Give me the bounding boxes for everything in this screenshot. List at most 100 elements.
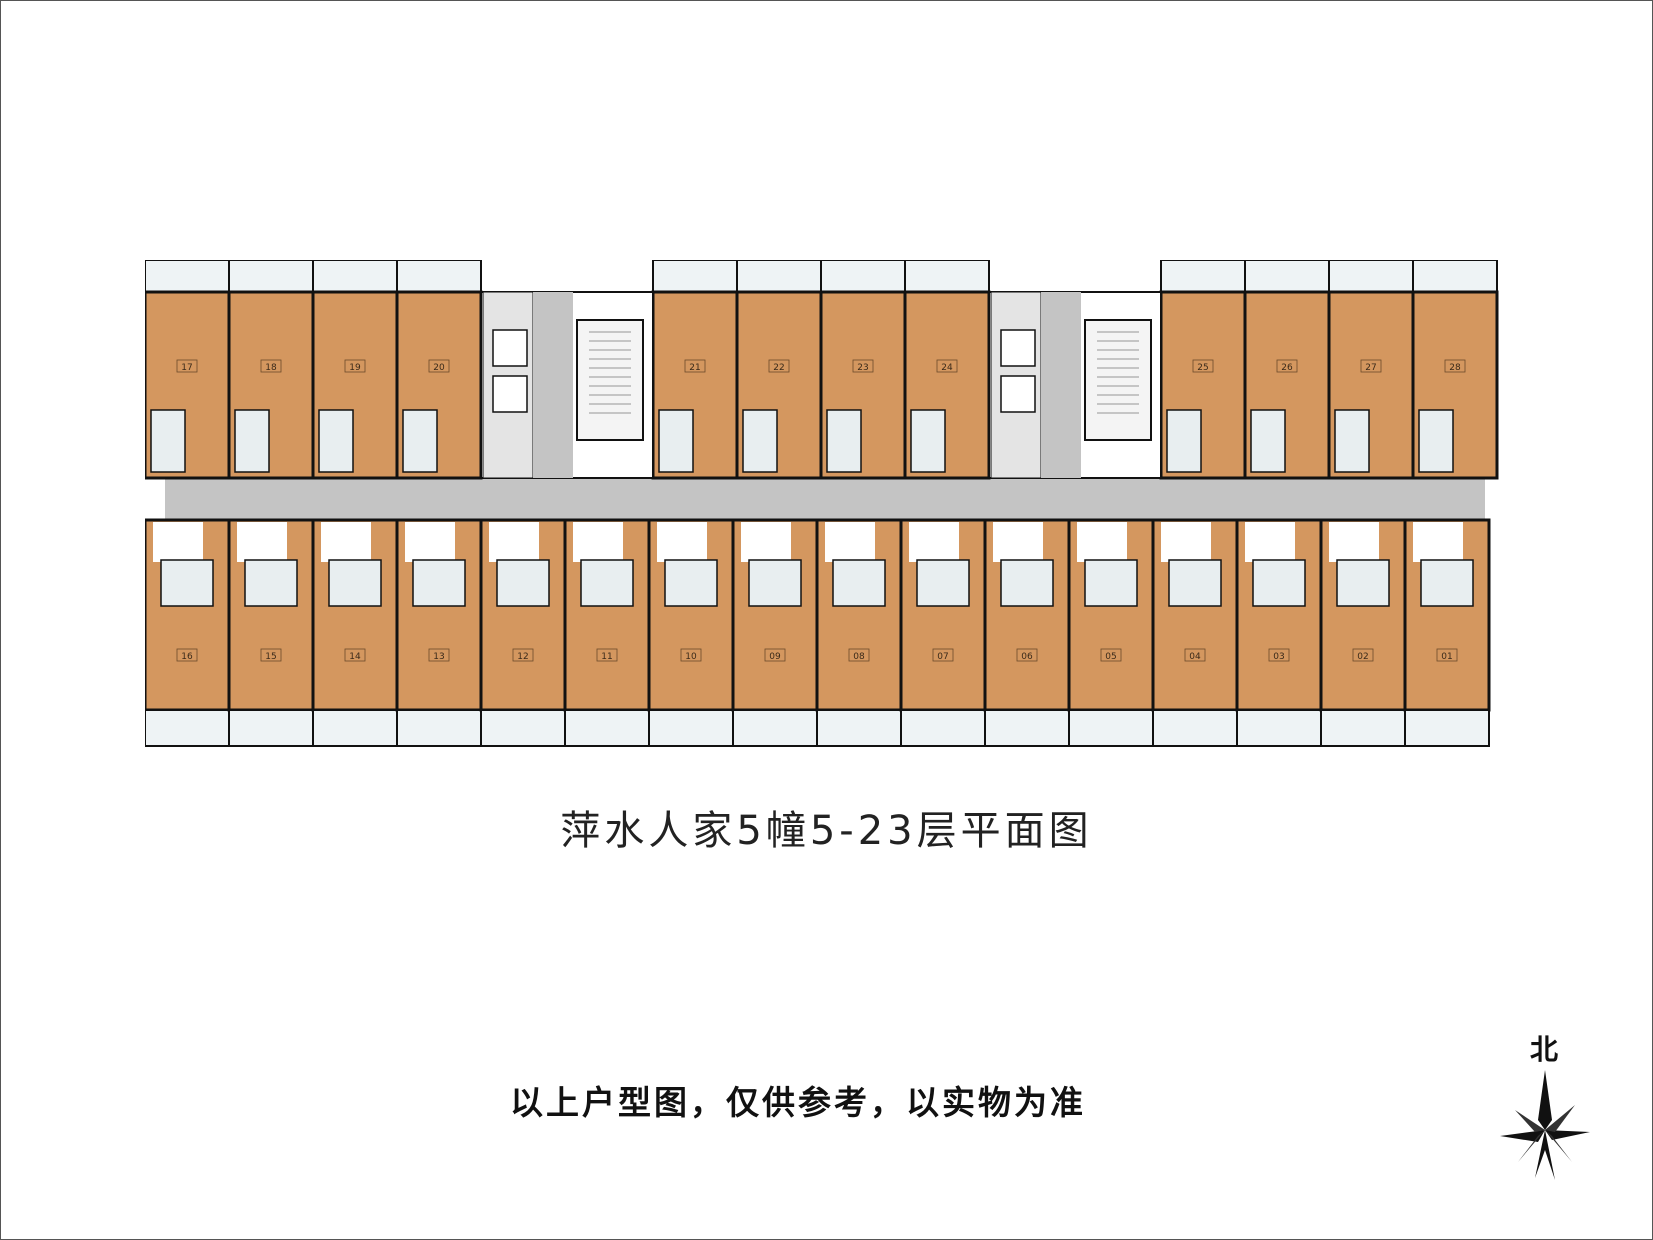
entry-hall [909,522,959,562]
unit-20: 20 [395,260,483,480]
balcony [904,260,990,293]
entry-hall [405,522,455,562]
unit-number: 27 [1365,363,1376,373]
bathroom [826,409,862,473]
room [903,290,991,480]
unit-01: 01 [1403,518,1491,747]
unit-number: 03 [1273,652,1284,662]
unit-number: 10 [685,652,697,662]
unit-15: 15 [227,518,315,747]
unit-19: 19 [311,260,399,480]
balcony [648,709,734,747]
balcony [396,709,482,747]
unit-label-box [1184,648,1206,662]
unit-label-box [852,359,874,373]
unit-label-box [176,359,198,373]
bathroom [664,559,718,607]
unit-24: 24 [903,260,991,480]
core-hall [533,292,573,478]
unit-number: 21 [689,363,700,373]
bathroom [1334,409,1370,473]
balcony [1244,260,1330,293]
entry-hall [741,522,791,562]
unit-number: 02 [1357,652,1368,662]
unit-07: 07 [899,518,987,747]
bathroom [1000,559,1054,607]
bathroom [910,409,946,473]
entry-hall [993,522,1043,562]
unit-number: 09 [769,652,781,662]
unit-label-box [1100,648,1122,662]
unit-label-box [936,359,958,373]
balcony [984,709,1070,747]
entry-hall [489,522,539,562]
entry-hall [573,522,623,562]
balcony [1236,709,1322,747]
unit-number: 11 [601,652,612,662]
unit-number: 18 [265,363,277,373]
unit-label-box [344,648,366,662]
bathroom [1418,409,1454,473]
unit-number: 04 [1189,652,1201,662]
balcony [145,709,230,747]
unit-11: 11 [563,518,651,747]
entry-hall [153,522,203,562]
unit-number: 22 [773,363,784,373]
unit-05: 05 [1067,518,1155,747]
unit-08: 08 [815,518,903,747]
bathroom [1420,559,1474,607]
entry-hall [1245,522,1295,562]
cores [480,291,1162,479]
unit-label-box [344,359,366,373]
unit-23: 23 [819,260,907,480]
unit-label-box [1276,359,1298,373]
unit-label-box [176,648,198,662]
entry-hall [321,522,371,562]
unit-16: 16 [145,518,231,747]
unit-17: 17 [145,260,231,480]
unit-number: 17 [181,363,192,373]
unit-number: 23 [857,363,868,373]
unit-12: 12 [479,518,567,747]
bathroom [1336,559,1390,607]
balcony [480,709,566,747]
unit-27: 27 [1327,260,1415,480]
unit-06: 06 [983,518,1071,747]
unit-label-box [1360,359,1382,373]
balcony [1412,260,1498,293]
unit-04: 04 [1151,518,1239,747]
entry-hall [1077,522,1127,562]
core-hall [1041,292,1081,478]
bathroom [580,559,634,607]
balcony [732,709,818,747]
entry-hall [825,522,875,562]
balcony [228,260,314,293]
unit-22: 22 [735,260,823,480]
unit-label-box [260,359,282,373]
bathroom [496,559,550,607]
north-compass-icon [1500,1070,1590,1180]
bathroom [234,409,270,473]
bathroom [1250,409,1286,473]
bathroom [160,559,214,607]
unit-label-box [1436,648,1458,662]
balcony [228,709,314,747]
bathroom [1084,559,1138,607]
entry-hall [657,522,707,562]
balcony [1320,709,1406,747]
unit-label-box [512,648,534,662]
unit-label-box [428,648,450,662]
bathroom [402,409,438,473]
balcony [396,260,482,293]
unit-label-box [764,648,786,662]
bathroom [328,559,382,607]
entry-hall [237,522,287,562]
balcony [145,260,230,293]
bathroom [318,409,354,473]
balcony [1328,260,1414,293]
unit-number: 16 [181,652,193,662]
core-2 [988,291,1162,479]
unit-label-box [768,359,790,373]
